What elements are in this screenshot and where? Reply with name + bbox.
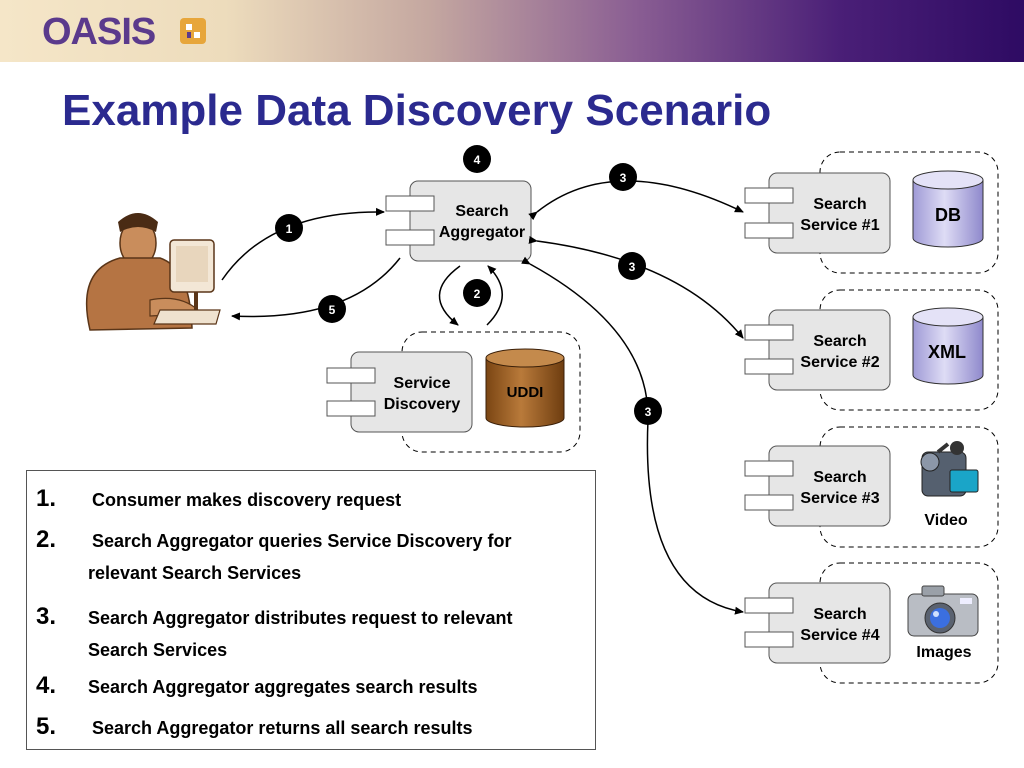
arrow-return	[231, 257, 401, 321]
xml-label: XML	[928, 342, 966, 362]
aggregator-label-line1: Search	[455, 203, 508, 220]
discovery-label-line2: Discovery	[384, 396, 461, 413]
discovery-component	[326, 351, 473, 433]
step-2-text: Search Aggregator queries Service Discov…	[88, 531, 512, 583]
user-at-computer-icon	[85, 213, 221, 331]
badge-2: 2	[463, 279, 491, 307]
service-group-4	[744, 562, 999, 684]
badge-3c: 3	[634, 397, 662, 425]
step-3-text: Search Aggregator distributes request to…	[88, 608, 513, 660]
steps-legend	[26, 470, 596, 750]
service2-label-line2: Service #2	[800, 354, 879, 371]
discovery-label-line1: Service	[394, 375, 451, 392]
step-1-number: 1.	[36, 485, 57, 512]
service1-label-line1: Search	[813, 196, 866, 213]
svg-text:3: 3	[645, 405, 652, 419]
aggregator-label-line2: Aggregator	[439, 224, 525, 241]
header-bar	[0, 0, 1024, 62]
service3-label-line2: Service #3	[800, 490, 879, 507]
step-5-text: Search Aggregator returns all search res…	[92, 718, 473, 738]
badge-1: 1	[275, 214, 303, 242]
slide-title: Example Data Discovery Scenario	[62, 86, 772, 135]
svg-text:2: 2	[474, 287, 481, 301]
aggregator-component	[385, 180, 532, 262]
svg-text:1: 1	[286, 222, 293, 236]
step-1-text: Consumer makes discovery request	[92, 490, 402, 510]
badge-5: 5	[318, 295, 346, 323]
step-3-number: 3.	[36, 603, 57, 630]
step-4-text: Search Aggregator aggregates search resu…	[88, 677, 478, 697]
badge-4: 4	[463, 145, 491, 173]
svg-text:4: 4	[474, 153, 481, 167]
badge-3b: 3	[618, 252, 646, 280]
svg-text:3: 3	[620, 171, 627, 185]
arrow-discovery-reply	[486, 265, 503, 326]
xml-database-icon	[912, 307, 984, 385]
step-5-number: 5.	[36, 713, 57, 740]
db-database-icon	[912, 170, 984, 248]
photo-camera-icon	[907, 585, 979, 637]
service4-label-line2: Service #4	[800, 627, 879, 644]
oasis-logo: OASIS	[42, 11, 156, 53]
svg-text:5: 5	[329, 303, 336, 317]
service3-label-line1: Search	[813, 469, 866, 486]
db-label: DB	[935, 205, 961, 225]
arrow-query-discovery	[438, 265, 461, 326]
video-label: Video	[924, 512, 968, 529]
service-group-3	[744, 426, 999, 548]
service-group-2	[744, 289, 999, 411]
arrow-request	[221, 207, 385, 281]
oasis-logo-mark-icon	[180, 18, 206, 44]
step-4-number: 4.	[36, 672, 57, 699]
svg-text:3: 3	[629, 260, 636, 274]
badge-3a: 3	[609, 163, 637, 191]
service-group-1	[744, 151, 999, 274]
video-camera-icon	[920, 441, 979, 497]
service2-label-line1: Search	[813, 333, 866, 350]
service1-label-line2: Service #1	[800, 217, 879, 234]
service4-label-line1: Search	[813, 606, 866, 623]
arrow-aggregator-service1	[528, 180, 744, 221]
uddi-label: UDDI	[507, 384, 544, 401]
images-label: Images	[916, 644, 971, 661]
step-2-number: 2.	[36, 526, 57, 553]
